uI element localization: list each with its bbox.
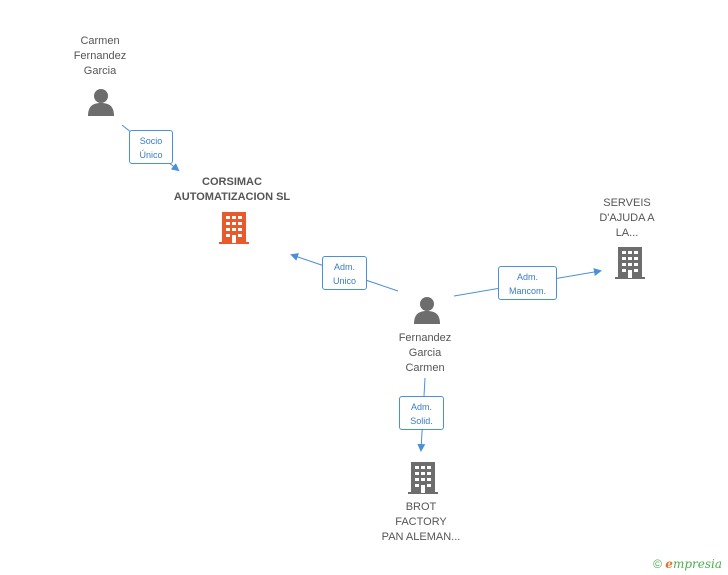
brand-logo: empresia <box>665 557 722 571</box>
edge-label-socio: Socio Único <box>129 130 173 164</box>
building-icon[interactable] <box>408 462 438 494</box>
building-icon[interactable] <box>219 212 249 244</box>
copyright-icon: © <box>653 557 662 571</box>
edge-label-adm-mancom: Adm. Mancom. <box>498 266 557 300</box>
node-label-person-center[interactable]: Fernandez Garcia Carmen <box>398 332 452 374</box>
person-icon[interactable] <box>414 297 440 324</box>
building-icon[interactable] <box>615 247 645 279</box>
node-label-person-top[interactable]: Carmen Fernandez Garcia <box>73 35 127 77</box>
edge-label-adm-unico: Adm. Unico <box>322 256 367 290</box>
person-icon[interactable] <box>88 89 114 116</box>
edge-label-adm-solid: Adm. Solid. <box>399 396 444 430</box>
node-label-company-main[interactable]: CORSIMAC AUTOMATIZACION SL <box>173 176 291 203</box>
node-label-company-right[interactable]: SERVEIS D'AJUDA A LA... <box>599 197 655 239</box>
footer-brand: © empresia <box>653 557 722 571</box>
node-label-company-bottom[interactable]: BROT FACTORY PAN ALEMAN... <box>381 501 461 543</box>
